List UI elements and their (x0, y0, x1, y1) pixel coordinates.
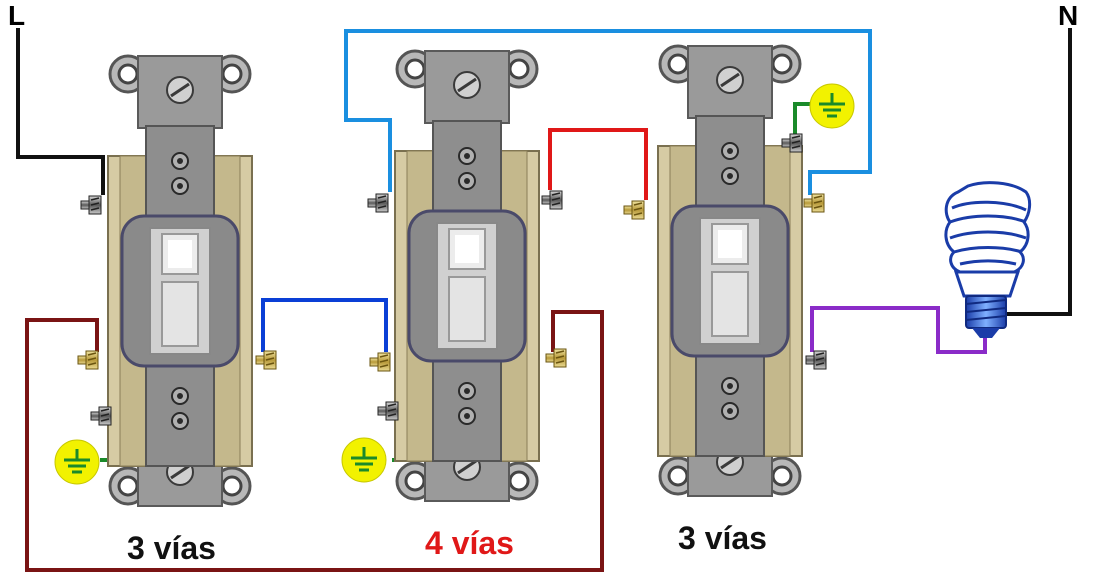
switch-label-2: 4 vías (425, 525, 514, 561)
ground-symbol-icon (341, 437, 387, 483)
ground-screw-icon (377, 401, 399, 421)
traveler-screw-icon (541, 190, 563, 210)
ground-screw-icon (781, 133, 803, 153)
ground-symbol-icon (54, 439, 100, 485)
cfl-bulb-icon (944, 181, 1032, 338)
switch-1 (107, 54, 253, 507)
mounting-strap-top (687, 45, 773, 119)
ground-screw-icon (90, 406, 112, 426)
traveler-screw-icon (367, 193, 389, 213)
common-screw-icon (805, 350, 827, 370)
traveler-red-wire (548, 128, 648, 200)
common-screw-icon (80, 195, 102, 215)
traveler-darkred-wire (25, 310, 604, 572)
traveler-screw-icon (803, 193, 825, 213)
switch-3 (657, 44, 803, 497)
switch-label-3: 3 vías (678, 520, 767, 556)
traveler-screw-icon (255, 350, 277, 370)
traveler-lightblue-wire (344, 29, 872, 195)
neutral-terminal-label: N (1058, 0, 1079, 31)
switched-purple-wire (810, 306, 987, 354)
traveler-screw-icon (77, 350, 99, 370)
switch-2 (394, 49, 540, 502)
line-terminal-label: L (8, 0, 26, 31)
switch-label-1: 3 vías (127, 530, 216, 566)
traveler-screw-icon (545, 348, 567, 368)
ground-symbol-icon (809, 83, 855, 129)
traveler-screw-icon (369, 352, 391, 372)
neutral-wire (995, 28, 1072, 316)
line-wire (16, 28, 105, 195)
traveler-blue-wire (261, 298, 388, 352)
traveler-screw-icon (623, 200, 645, 220)
